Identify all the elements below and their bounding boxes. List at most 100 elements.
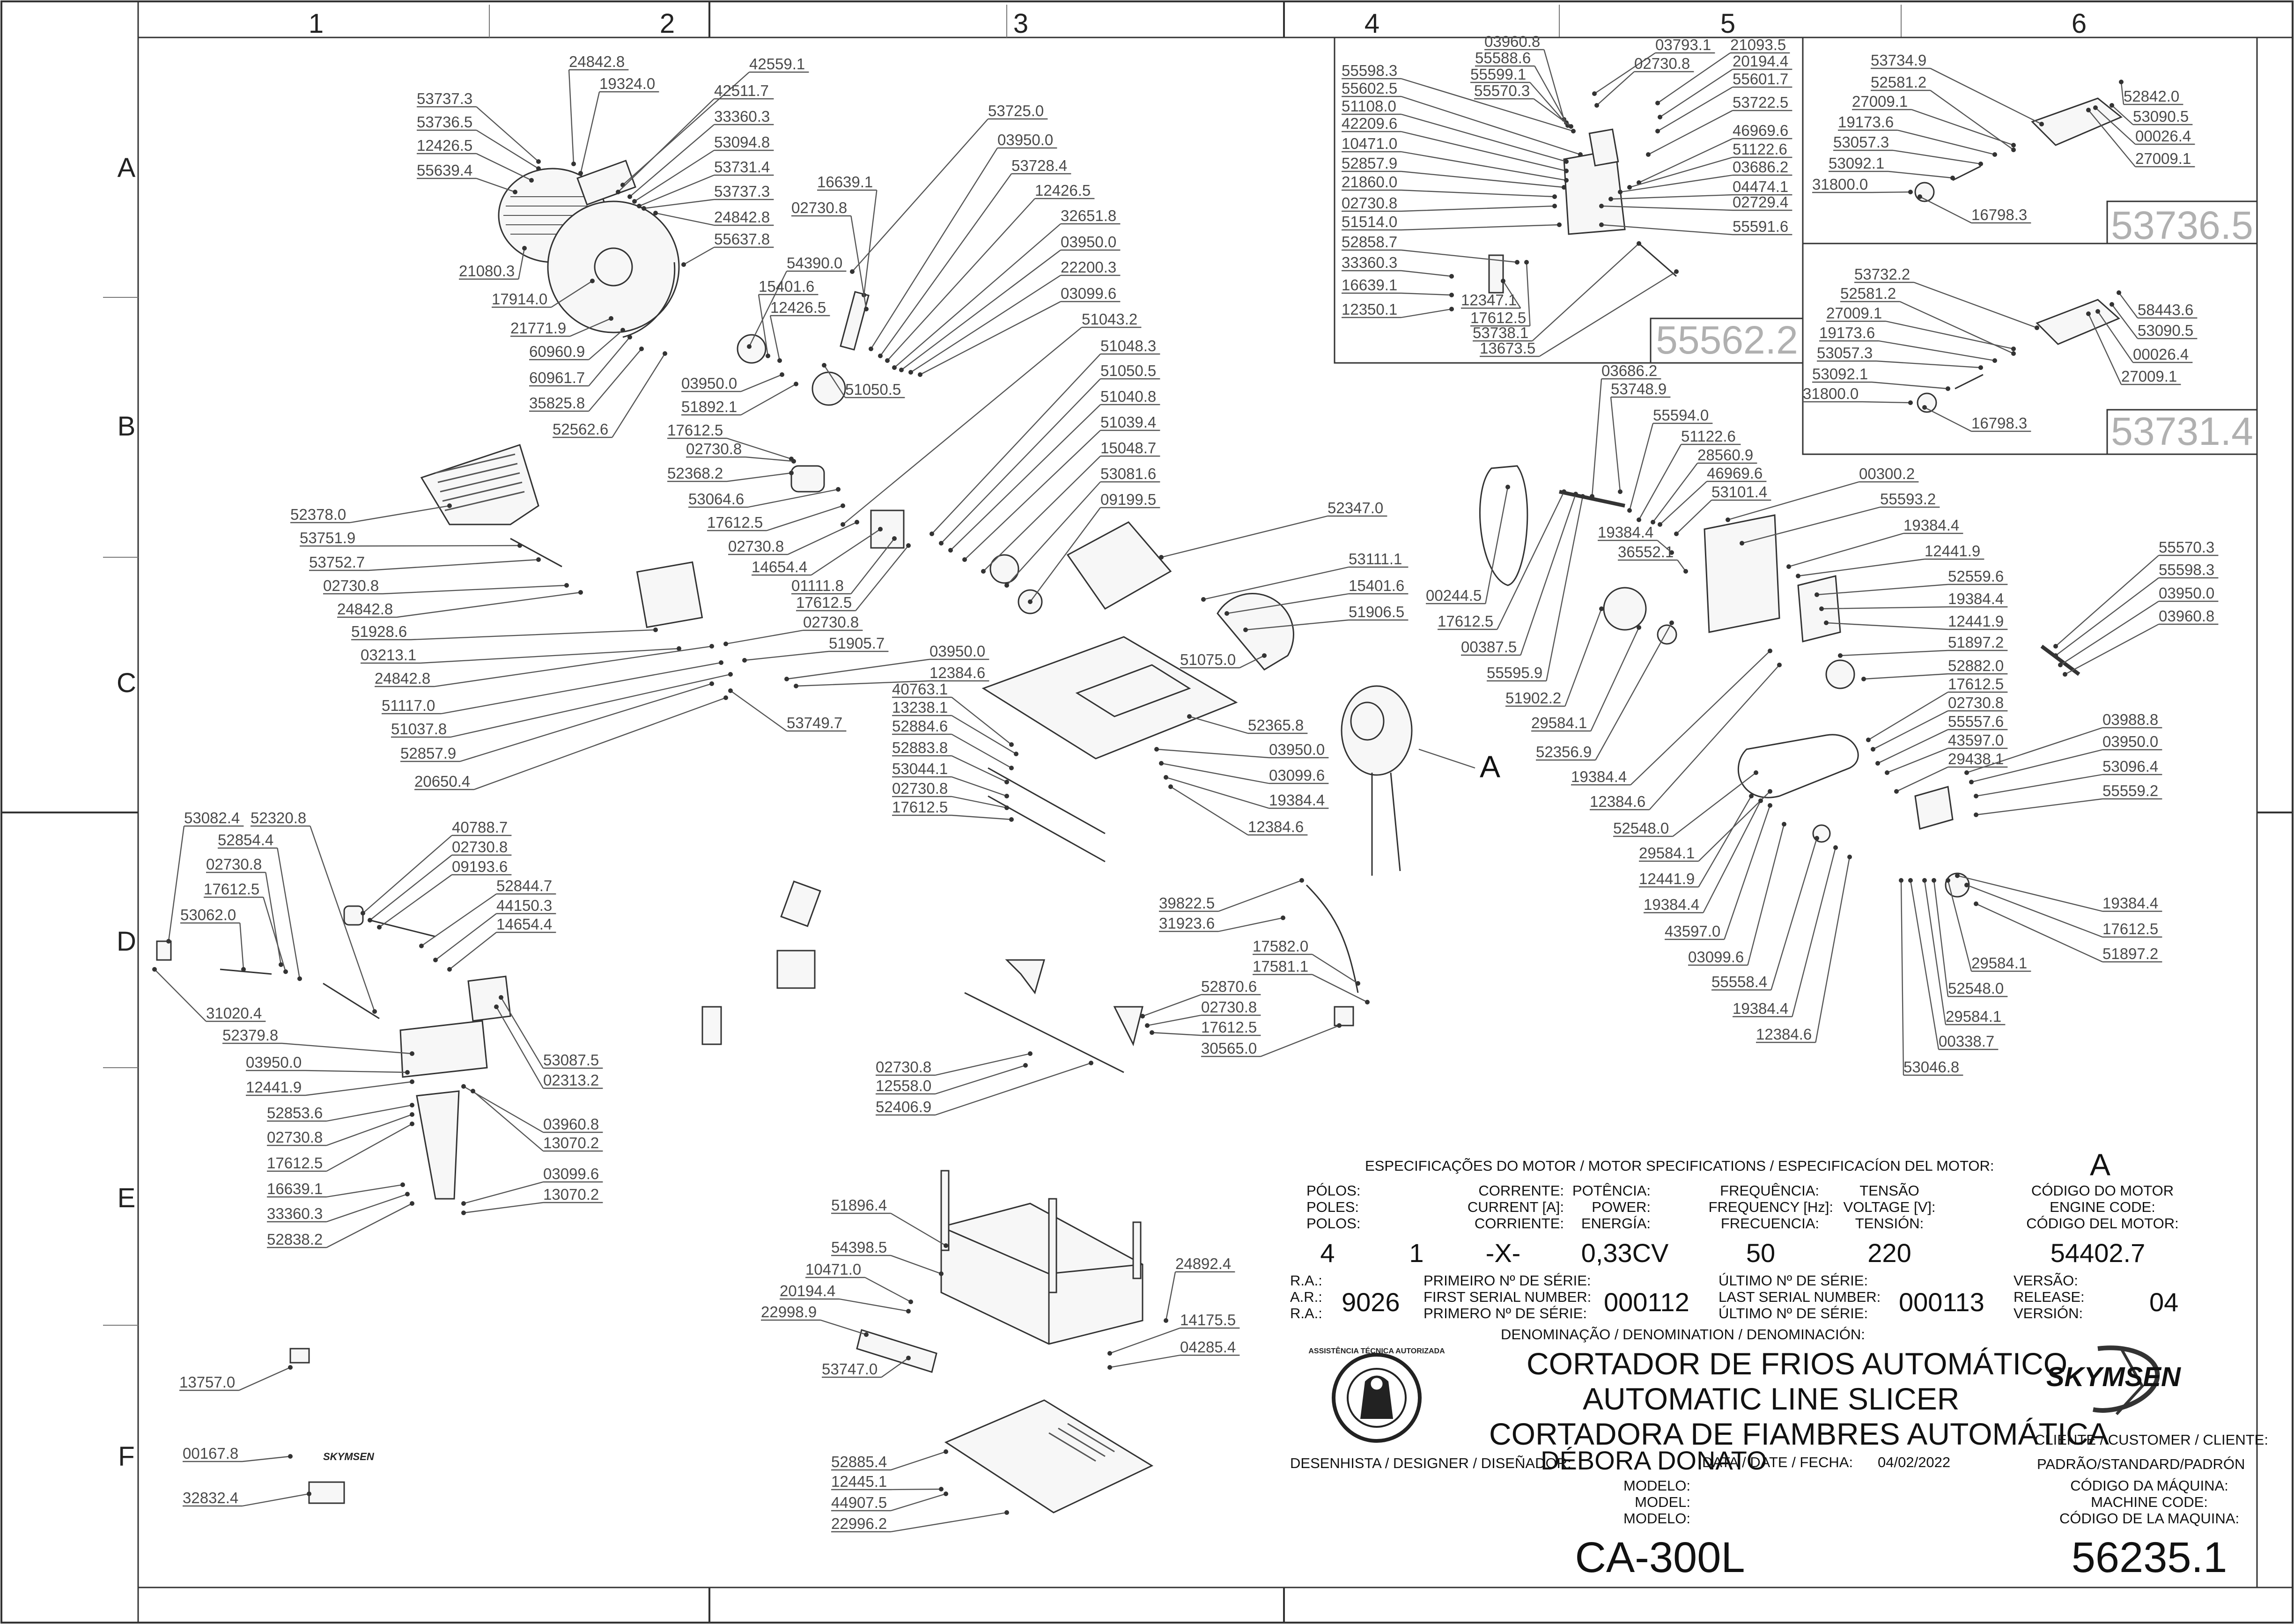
part-number-27009-1-a: 27009.1 [1852, 93, 1908, 110]
part-number-19324-0: 19324.0 [599, 75, 655, 92]
leader-endpoint [1932, 878, 1936, 883]
leader-endpoint [471, 1089, 475, 1093]
leader-endpoint [1524, 260, 1529, 265]
leader-line [1629, 422, 1713, 511]
part-number-19384-4-a: 19384.4 [1269, 791, 1325, 809]
leader-line [1657, 52, 1790, 103]
part-number-20194-4-a: 20194.4 [780, 1282, 835, 1299]
part-number-12441-9-d: 12441.9 [1639, 870, 1695, 887]
part-number-21860-0: 21860.0 [1342, 173, 1397, 191]
leader-line [417, 177, 516, 193]
leader-line [1971, 749, 2162, 783]
leader-line [1957, 875, 2162, 912]
leader-line [1342, 308, 1452, 318]
poles-value: 4 [1320, 1238, 1335, 1268]
leader-line [1342, 113, 1567, 162]
leader-line [495, 1006, 603, 1089]
leader-endpoint [1592, 91, 1597, 96]
row-label-f: F [118, 1441, 134, 1472]
leader-endpoint [864, 1332, 869, 1337]
leader-line [1976, 798, 2162, 816]
leader-line [1438, 491, 1565, 630]
blade-disc-drawing [547, 200, 680, 333]
leader-endpoint [410, 1201, 414, 1206]
part-number-36552-1: 36552.1 [1618, 543, 1674, 561]
part-number-33360-3-a: 33360.3 [714, 108, 770, 125]
leader-endpoint [400, 1182, 405, 1187]
leader-line [823, 365, 905, 399]
part-number-19384-4-f: 19384.4 [1644, 896, 1699, 913]
leader-endpoint [1552, 194, 1557, 199]
leader-endpoint [1571, 129, 1576, 133]
leader-line [1147, 1014, 1261, 1026]
leader-line [629, 124, 774, 197]
leader-line [1648, 110, 1792, 155]
motor-spec-letter: A [2090, 1147, 2110, 1182]
leader-line [1487, 496, 1584, 682]
part-number-51039-4: 51039.4 [1100, 413, 1156, 431]
part-number-17612-5-i: 17612.5 [1438, 613, 1493, 630]
part-number-17581-1: 17581.1 [1253, 958, 1308, 975]
leader-line [183, 1493, 310, 1507]
part-number-03960-8-b: 03960.8 [1484, 33, 1540, 50]
part-number-53737-3-a: 53737.3 [417, 90, 472, 107]
leader-endpoint [609, 316, 613, 321]
part-number-03686-2-a: 03686.2 [1733, 158, 1788, 176]
leader-endpoint [906, 1309, 911, 1314]
part-number-12384-6-d: 12384.6 [1756, 1026, 1812, 1043]
leader-line [892, 715, 1017, 755]
product-name-pt: CORTADOR DE FRIOS AUTOMÁTICO [1527, 1346, 2067, 1381]
last-serial-value: 000113 [1899, 1287, 1984, 1317]
leader-endpoint [361, 911, 365, 915]
leader-line [1919, 196, 2031, 224]
leader-line [876, 1064, 1026, 1095]
leader-endpoint [885, 358, 890, 363]
part-number-51892-1: 51892.1 [681, 398, 737, 415]
leader-endpoint [1974, 794, 1978, 798]
first-serial-label-pt: PRIMEIRO Nº DE SÉRIE: [1424, 1272, 1591, 1289]
part-number-29584-1-c: 29584.1 [1946, 1008, 2001, 1025]
part-number-03099-6-b: 03099.6 [1269, 767, 1325, 784]
part-number-16639-1-c: 16639.1 [1342, 276, 1397, 294]
leader-endpoint [1974, 901, 1978, 906]
leader-line [1598, 539, 1672, 553]
leader-endpoint [2086, 311, 2091, 316]
part-number-22200-3: 22200.3 [1061, 258, 1116, 276]
part-number-02730-8-k: 02730.8 [876, 1058, 931, 1076]
leader-endpoint [1777, 663, 1782, 667]
leader-endpoint [536, 159, 541, 164]
inset-frames: 55562.2 53736.5 53731.4 [1334, 37, 2258, 455]
leader-endpoint [1861, 677, 1866, 681]
part-number-33360-3-b: 33360.3 [267, 1205, 323, 1222]
leader-line [831, 1488, 942, 1491]
leader-endpoint [1009, 742, 1014, 747]
leader-line [267, 1114, 413, 1146]
leader-endpoint [1754, 770, 1758, 775]
part-number-52378-0: 52378.0 [290, 506, 346, 523]
leader-endpoint [1187, 714, 1192, 719]
leader-line [417, 129, 539, 170]
leader-endpoint [627, 335, 632, 340]
part-number-12350-1: 12350.1 [1342, 301, 1397, 318]
leader-line [1470, 262, 1531, 327]
leader-line [1156, 748, 1329, 759]
part-number-51048-3: 51048.3 [1100, 337, 1156, 354]
leader-line [950, 404, 1160, 551]
leader-endpoint [2035, 325, 2039, 330]
part-number-53732-2: 53732.2 [1854, 266, 1910, 283]
leader-line [1900, 880, 1963, 1076]
leader-line [892, 696, 1012, 745]
leader-endpoint [1164, 1318, 1168, 1323]
part-number-19384-4-h: 19384.4 [2102, 894, 2158, 912]
part-number-12426-5-c: 12426.5 [770, 299, 826, 316]
row-label-e: E [118, 1183, 136, 1213]
leader-endpoint [1922, 878, 1927, 883]
leader-line [421, 893, 556, 946]
part-number-55599-1: 55599.1 [1470, 66, 1526, 83]
current-label-es: CORRIENTE: [1475, 1215, 1564, 1232]
part-number-55570-3-a: 55570.3 [1474, 82, 1530, 99]
leader-endpoint [742, 658, 747, 663]
leader-line [1159, 879, 1302, 912]
leader-line [1896, 766, 2008, 792]
part-number-55559-2: 55559.2 [2102, 782, 2158, 799]
